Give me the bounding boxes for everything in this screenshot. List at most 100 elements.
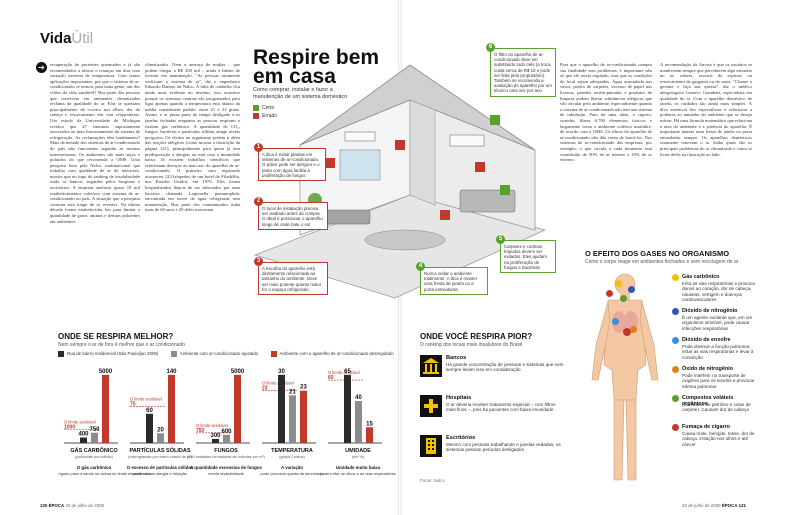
chart-category-note-title: A quantidade excessiva de fungos bbox=[190, 465, 262, 470]
gas-item-4-name: Óxido de nitrogênio bbox=[682, 366, 733, 372]
body-dot-oxido-nitrogenio bbox=[630, 326, 637, 333]
section-logo-bold: Vida bbox=[40, 30, 72, 47]
chart-category-note: pode ser perigoso para a saúde se acima … bbox=[58, 471, 151, 476]
carpet bbox=[364, 229, 446, 251]
body-left-leg bbox=[613, 399, 625, 481]
footer-left-date: 20 de julho de 2009 bbox=[65, 503, 104, 508]
callout-3-number: 3 bbox=[254, 257, 263, 266]
chart-bar bbox=[102, 374, 109, 443]
sofa bbox=[324, 209, 371, 225]
chart-bar bbox=[300, 390, 307, 443]
gas-item-1-name: Gás carbônico bbox=[682, 274, 720, 280]
ac-unit-right bbox=[449, 134, 485, 147]
ranking-list: Bancos Há grande concentração de pessoas… bbox=[420, 355, 570, 475]
chart-bar bbox=[234, 374, 241, 443]
body-torso bbox=[603, 299, 647, 401]
ranking-item-3-name: Escritórios bbox=[446, 435, 476, 441]
left-body-column-1: recuperação de pacientes queimados e já … bbox=[50, 62, 140, 224]
callout-6: O filtro do aparelho de ar-condicionado … bbox=[490, 48, 556, 97]
gas-item-3-desc: Pode diminuir a função pulmonar, irritar… bbox=[682, 344, 754, 360]
callout-5-text: Carpetes e cortinas felpudos devem ser e… bbox=[504, 244, 547, 270]
gas-item-6-desc: Causa rinite, faringite, tosse, dor de c… bbox=[682, 431, 755, 447]
feature-legend: Certo Errado bbox=[253, 104, 277, 120]
callout-6-number: 6 bbox=[486, 43, 495, 52]
callout-4: Nunca vedar o ambiente totalmente. A dic… bbox=[420, 267, 488, 295]
chart-limit-caption: O limite aceitável bbox=[130, 396, 162, 401]
chart-legend-swatch-broken bbox=[270, 351, 277, 357]
chart-subtitle: Nem sempre o ar de fora é melhor que o a… bbox=[58, 342, 186, 348]
chart-bar bbox=[157, 433, 164, 443]
body-dot-fumaca-cigarro bbox=[606, 290, 613, 297]
callout-5-number: 5 bbox=[496, 235, 505, 244]
ranking-item-3: Escritórios Mesmo com pessoas trabalhand… bbox=[420, 435, 570, 475]
footer-right: 20 de julho de 2009 ÉPOCA 121 bbox=[682, 503, 746, 508]
gases-list: Gás carbônico Irrita as vias respiratóri… bbox=[672, 274, 760, 453]
chart-bar-label: 60 bbox=[146, 408, 153, 414]
gas-item-1: Gás carbônico Irrita as vias respiratóri… bbox=[672, 274, 760, 308]
callout-3-text: A escolha do aparelho está diretamente r… bbox=[262, 266, 322, 292]
chart-bar bbox=[366, 427, 373, 443]
ranking-source: Fonte: Nalco bbox=[420, 478, 445, 483]
chart-bar bbox=[223, 434, 230, 443]
chart-bar bbox=[146, 413, 153, 443]
section-logo: VidaÚtil bbox=[40, 30, 93, 47]
chart-bar-label: 5000 bbox=[99, 369, 113, 375]
body-heart bbox=[623, 328, 631, 336]
house-roof bbox=[299, 64, 536, 151]
body-right-arm bbox=[639, 301, 659, 381]
hospital-icon bbox=[420, 395, 442, 417]
chart-bar bbox=[168, 374, 175, 443]
body-dot-compostos-volateis bbox=[620, 295, 627, 302]
gases-subtitle: Como o corpo reage em ambientes fechados… bbox=[585, 259, 739, 265]
gas-color-compostos-volateis bbox=[672, 395, 679, 402]
chart-bar-label: 400 bbox=[78, 432, 89, 438]
chart-limit-caption: O limite aceitável bbox=[64, 419, 96, 424]
footer-right-page-number: 121 bbox=[738, 503, 746, 508]
chart-category-note: revela insalubridade bbox=[208, 471, 245, 476]
error-marker-4 bbox=[440, 210, 450, 220]
chart-category-name: GÁS CARBÔNICO bbox=[70, 446, 118, 454]
chart-category-note: pode irritar os olhos e as vias respirat… bbox=[320, 471, 395, 476]
chart-category-note: pode causar alergia e irritação bbox=[133, 471, 188, 476]
chart-legend-swatch-adjusted bbox=[170, 351, 177, 357]
chart-category-note-title: O gás carbônico bbox=[77, 465, 112, 470]
legend-label-certo: Certo bbox=[262, 105, 275, 111]
gas-item-3-name: Dióxido de enxofre bbox=[682, 337, 731, 343]
chart-limit-value: 1000 bbox=[64, 424, 75, 430]
chart-limit-value: 23 bbox=[262, 386, 268, 392]
ranking-subtitle: O ranking dos locais mais insalubres do … bbox=[420, 342, 523, 348]
chart-category-name: TEMPERATURA bbox=[271, 448, 313, 454]
chart-bar-label: 21 bbox=[289, 389, 296, 395]
gas-item-6: Fumaça de cigarro Causa rinite, faringit… bbox=[672, 424, 760, 453]
correct-marker-1 bbox=[490, 115, 500, 125]
chart-category-unit: (em %) bbox=[352, 455, 365, 459]
callout-4-number: 4 bbox=[416, 262, 425, 271]
section-logo-light: Útil bbox=[71, 30, 94, 47]
bank-icon bbox=[420, 355, 442, 377]
chart-limit-caption: O limite aceitável bbox=[196, 423, 228, 428]
gas-item-3: Dióxido de enxofre Pode diminuir a funçã… bbox=[672, 337, 760, 366]
chart-legend-label-adjusted: Ambiente com ar-condicionado ajustado bbox=[179, 351, 259, 357]
chart-title: ONDE SE RESPIRA MELHOR? bbox=[58, 332, 174, 341]
chart-bar-label: 15 bbox=[366, 421, 373, 427]
chart-bar-label: 140 bbox=[166, 369, 177, 375]
ranking-item-2: Hospitais O ar deveria receber tratament… bbox=[420, 395, 570, 435]
chart-bar bbox=[278, 374, 285, 443]
chart-category-unit: (graus Celsius) bbox=[279, 455, 305, 459]
gas-item-4: Óxido de nitrogênio Pode interferir no t… bbox=[672, 366, 760, 395]
callout-3: A escolha do aparelho está diretamente r… bbox=[258, 262, 328, 296]
callout-5: Carpetes e cortinas felpudos devem ser e… bbox=[500, 240, 556, 274]
footer-right-brand: ÉPOCA bbox=[721, 503, 738, 508]
callout-1-number: 1 bbox=[254, 143, 263, 152]
chart-limit-caption: O limite aceitável bbox=[262, 381, 294, 386]
human-body-figure bbox=[591, 273, 659, 481]
chart-category-name: PARTÍCULAS SÓLIDAS bbox=[129, 446, 190, 454]
feature-headline: Respire bem em casa bbox=[253, 46, 380, 88]
chart-bar-label: 23 bbox=[300, 385, 307, 391]
chart-limit-caption: O limite aceitável bbox=[328, 370, 360, 375]
callout-1-text: A dica é evitar plantas em sistemas de a… bbox=[262, 152, 320, 178]
error-marker-3 bbox=[475, 162, 485, 172]
chart-bar-label: 40 bbox=[355, 395, 362, 401]
gas-color-gas-carbonico bbox=[672, 274, 679, 281]
